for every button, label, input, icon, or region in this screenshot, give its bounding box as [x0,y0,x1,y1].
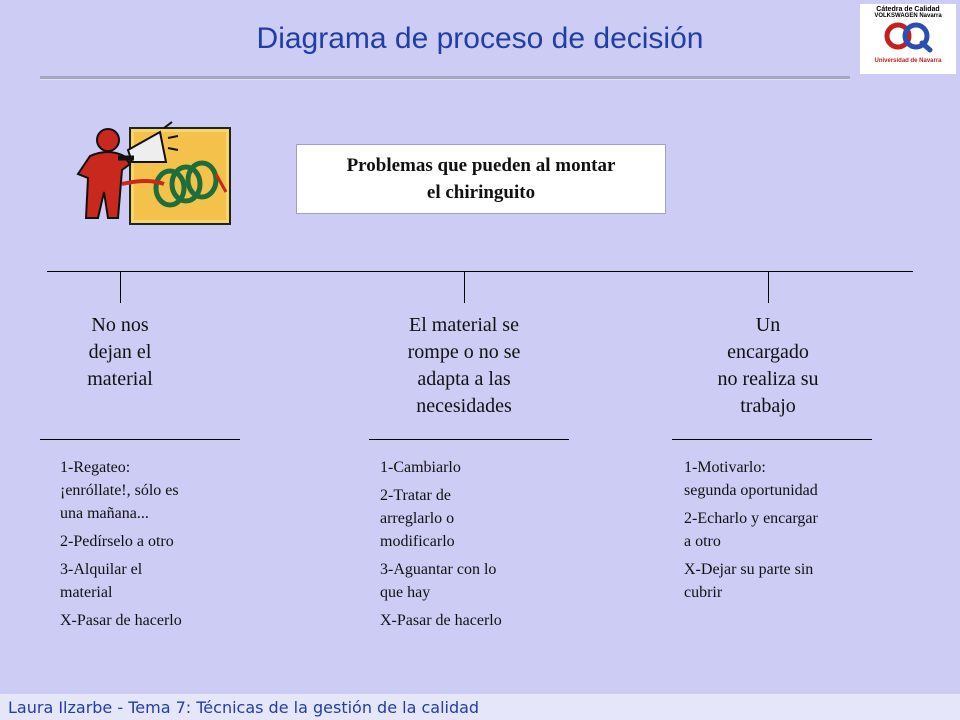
option-line: cubrir [684,584,723,601]
branch-underline-3 [672,439,872,440]
option-line: 2-Pedírselo a otro [60,533,174,550]
branch-heading-2: El material se rompe o no se adapta a la… [364,312,564,420]
megaphone-figure-icon [76,121,231,225]
option-item: 2-Pedírselo a otro [60,530,182,553]
option-item: X-Pasar de hacerlo [60,609,182,632]
option-line: que hay [380,584,431,601]
heading-line: necesidades [416,395,512,417]
branch-options-1: 1-Regateo: ¡enróllate!, sólo es una maña… [60,456,182,637]
problem-box: Problemas que pueden al montar el chirin… [296,144,666,214]
option-line: arreglarlo o [380,510,455,527]
branch-underline-2 [369,439,569,440]
option-line: material [60,584,113,601]
tree-branch-connector-1 [120,271,121,303]
branch-underline-1 [40,439,240,440]
option-line: 3-Aguantar con lo [380,561,497,578]
university-logo: Cátedra de Calidad VOLKSWAGEN Navarra Un… [860,4,956,74]
heading-line: material [87,368,153,390]
option-item: X-Pasar de hacerlo [380,609,502,632]
branch-heading-3: Un encargado no realiza su trabajo [688,312,848,420]
tree-horizontal-connector [47,271,913,272]
heading-line: encargado [727,341,809,363]
option-line: 1-Regateo: [60,459,131,476]
option-line: 1-Motivarlo: [684,459,766,476]
option-line: a otro [684,533,721,550]
option-line: X-Dejar su parte sin [684,561,814,578]
option-item: 2-Tratar de arreglarlo o modificarlo [380,484,502,553]
problem-line-1: Problemas que pueden al montar [346,155,616,176]
heading-line: trabajo [740,395,796,417]
logo-line-3: Universidad de Navarra [874,58,942,64]
option-line: ¡enróllate!, sólo es [60,482,179,499]
option-line: una mañana... [60,505,149,522]
logo-line-2: VOLKSWAGEN Navarra [874,13,942,19]
footer-bar: Laura Ilzarbe - Tema 7: Técnicas de la g… [0,694,960,720]
option-line: 3-Alquilar el [60,561,143,578]
option-line: 1-Cambiarlo [380,459,461,476]
option-item: 1-Motivarlo: segunda oportunidad [684,456,818,502]
page-title: Diagrama de proceso de decisión [256,22,704,55]
option-item: X-Dejar su parte sin cubrir [684,558,818,604]
option-item: 2-Echarlo y encargar a otro [684,507,818,553]
option-line: 2-Echarlo y encargar [684,510,818,527]
footer-text: Laura Ilzarbe - Tema 7: Técnicas de la g… [8,698,480,717]
heading-line: no realiza su [717,368,819,390]
branch-options-3: 1-Motivarlo: segunda oportunidad 2-Echar… [684,456,818,609]
branch-options-2: 1-Cambiarlo 2-Tratar de arreglarlo o mod… [380,456,502,637]
tree-branch-connector-3 [768,271,769,303]
heading-line: El material se [409,314,519,336]
option-line: segunda oportunidad [684,482,818,499]
title-divider [40,76,850,79]
option-line: modificarlo [380,533,455,550]
option-item: 3-Aguantar con lo que hay [380,558,502,604]
heading-line: Un [755,314,781,336]
option-line: X-Pasar de hacerlo [60,612,182,629]
option-item: 1-Regateo: ¡enróllate!, sólo es una maña… [60,456,182,525]
option-line: 2-Tratar de [380,487,451,504]
heading-line: rompe o no se [407,341,521,363]
heading-line: dejan el [88,341,152,363]
problem-line-2: el chiringuito [426,182,536,203]
tree-branch-connector-2 [464,271,465,303]
logo-mark-icon [884,22,933,53]
logo-line-1: Cátedra de Calidad [876,6,940,13]
heading-line: adapta a las [417,368,511,390]
heading-line: No nos [91,314,149,336]
option-item: 3-Alquilar el material [60,558,182,604]
option-line: X-Pasar de hacerlo [380,612,502,629]
option-item: 1-Cambiarlo [380,456,502,479]
branch-heading-1: No nos dejan el material [40,312,200,393]
